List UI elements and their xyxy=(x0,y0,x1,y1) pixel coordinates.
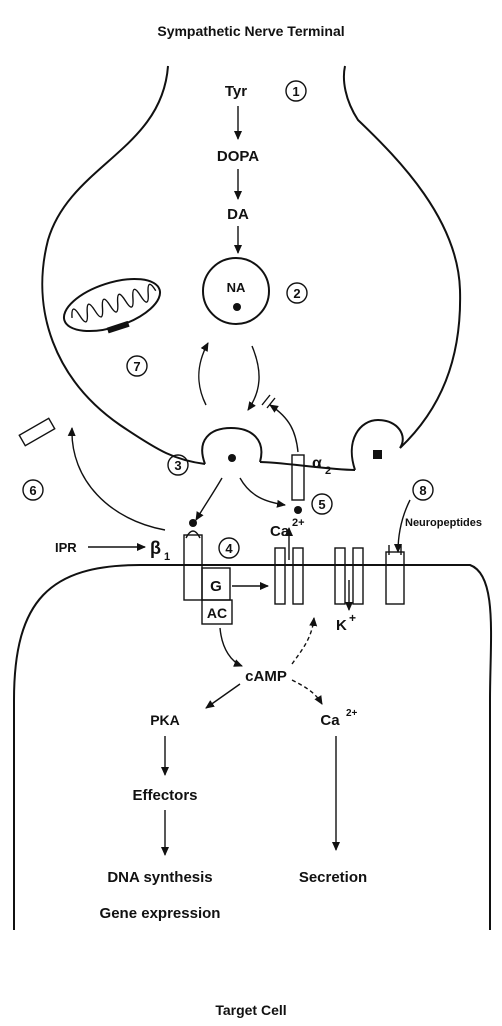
number-6: 6 xyxy=(29,483,36,498)
camp-label: cAMP xyxy=(245,668,287,685)
number-8: 8 xyxy=(419,483,426,498)
target-cell-membrane xyxy=(14,565,491,930)
arrow-alpha2-feedback xyxy=(270,405,298,452)
arrow-release-alpha2 xyxy=(240,478,285,505)
ca-channel-right xyxy=(293,548,303,604)
alpha2-label: α xyxy=(312,455,322,472)
neuropeptide-receptor-site xyxy=(389,545,401,555)
arrow-camp-ca xyxy=(292,680,322,704)
beta1-label: β xyxy=(150,538,161,558)
reuptake-transporter xyxy=(19,418,54,445)
ipr-label: IPR xyxy=(55,540,77,555)
k-channel-right xyxy=(353,548,363,604)
arrow-camp-pka xyxy=(206,684,240,708)
ca2-label: Ca xyxy=(320,712,340,729)
neuropeptide-vesicle xyxy=(352,420,403,470)
number-5: 5 xyxy=(318,497,325,512)
nerve-terminal-membrane xyxy=(42,66,460,470)
number-4: 4 xyxy=(225,541,233,556)
da-label: DA xyxy=(227,206,249,223)
arrow-camp-k xyxy=(292,618,314,664)
dopa-label: DOPA xyxy=(217,148,259,165)
neuropeptide-receptor xyxy=(386,552,404,604)
secretion-label: Secretion xyxy=(299,869,367,886)
bottom-title: Target Cell xyxy=(215,1002,286,1018)
k-superscript: + xyxy=(349,611,356,625)
na-label: NA xyxy=(227,280,246,295)
mitochondrion-icon xyxy=(58,269,168,346)
ac-label: AC xyxy=(207,605,227,621)
pka-label: PKA xyxy=(150,712,180,728)
g-protein-label: G xyxy=(210,578,222,595)
beta1-ligand xyxy=(189,519,197,527)
alpha2-subscript: 2 xyxy=(325,465,331,477)
alpha2-ligand xyxy=(294,506,302,514)
beta1-receptor xyxy=(184,535,202,600)
alpha2-receptor xyxy=(292,455,304,500)
arrow-vesicle-recycle xyxy=(199,343,208,405)
number-2: 2 xyxy=(293,286,300,301)
gene-expression-label: Gene expression xyxy=(100,905,221,922)
ca-label: Ca xyxy=(270,523,290,540)
exocytosis-granule xyxy=(228,454,236,462)
ca-channel-left xyxy=(275,548,285,604)
arrow-reuptake xyxy=(72,428,165,530)
ca-superscript: 2+ xyxy=(292,517,305,529)
top-title: Sympathetic Nerve Terminal xyxy=(157,23,344,39)
number-1: 1 xyxy=(292,84,299,99)
arrow-vesicle-release xyxy=(248,346,259,410)
number-7: 7 xyxy=(133,359,140,374)
effectors-label: Effectors xyxy=(132,787,197,804)
tyr-label: Tyr xyxy=(225,83,247,100)
dna-synthesis-label: DNA synthesis xyxy=(107,869,212,886)
k-label: K xyxy=(336,617,347,634)
ca2-superscript: 2+ xyxy=(346,708,358,719)
inhibit-mark-1 xyxy=(262,395,270,405)
beta1-subscript: 1 xyxy=(164,551,170,563)
arrow-ac-camp xyxy=(220,628,242,666)
na-granule xyxy=(233,303,241,311)
neuropeptide-granule xyxy=(373,450,382,459)
number-3: 3 xyxy=(174,458,181,473)
k-channel-left xyxy=(335,548,345,604)
neuropeptides-label: Neuropeptides xyxy=(405,517,482,529)
arrow-release-beta1 xyxy=(196,478,222,520)
